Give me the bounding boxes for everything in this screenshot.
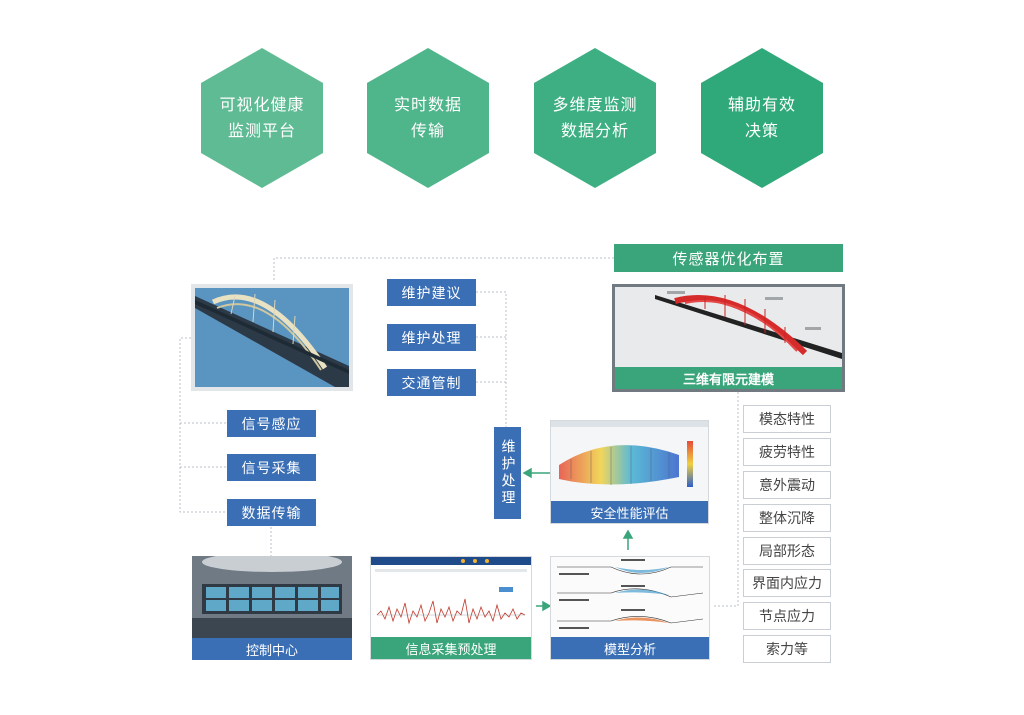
control-caption-label: 控制中心 — [245, 643, 298, 659]
signal-collect-box: 信号采集 — [227, 454, 316, 481]
hex-line1: 可视化健康 — [219, 95, 305, 114]
hex-line1: 多维度监测 — [552, 95, 638, 114]
prop-label: 节点应力 — [759, 609, 815, 625]
control-room-icon — [192, 556, 352, 638]
stress-contour-icon — [551, 421, 708, 501]
model-caption-label: 模型分析 — [603, 642, 656, 658]
maintenance-handle-label: 维护处理 — [401, 330, 462, 347]
traffic-control-box: 交通管制 — [387, 369, 476, 396]
signal-waveform-icon — [371, 557, 531, 637]
hex-line2: 决策 — [744, 121, 779, 140]
data-transmit-label: 数据传输 — [241, 505, 302, 522]
info-caption-label: 信息采集预处理 — [405, 642, 497, 658]
control-center-panel: 控制中心 — [192, 556, 352, 660]
prop-fatigue: 疲劳特性 — [743, 438, 831, 466]
bridge-photo — [191, 284, 353, 391]
prop-node-stress: 节点应力 — [743, 602, 831, 630]
fem-caption-label: 三维有限元建模 — [682, 372, 774, 388]
hex-line2: 监测平台 — [227, 121, 296, 140]
prop-label: 整体沉降 — [759, 511, 815, 527]
fem-model-panel: 三维有限元建模 — [612, 284, 845, 392]
prop-vibration: 意外震动 — [743, 471, 831, 499]
hex-line2: 数据分析 — [560, 121, 629, 140]
prop-label: 意外震动 — [759, 478, 815, 494]
prop-local-shape: 局部形态 — [743, 537, 831, 565]
prop-interface-stress: 界面内应力 — [743, 569, 831, 597]
signal-collect-label: 信号采集 — [241, 460, 302, 477]
fem-bridge-icon — [615, 287, 842, 367]
hex-line1: 实时数据 — [393, 95, 462, 114]
mode-shape-icon — [551, 557, 709, 639]
maintenance-vertical-label: 维护处理 — [499, 439, 516, 507]
hex-realtime-transfer: 实时数据传输 — [367, 48, 489, 188]
maintenance-vertical-box: 维护处理 — [494, 427, 521, 519]
signal-sense-box: 信号感应 — [227, 410, 316, 437]
info-collect-panel: 信息采集预处理 — [370, 556, 532, 660]
model-caption: 模型分析 — [551, 637, 709, 659]
prop-label: 索力等 — [766, 642, 808, 658]
prop-label: 模态特性 — [759, 412, 815, 428]
maintenance-suggest-box: 维护建议 — [387, 279, 476, 306]
fem-caption: 三维有限元建模 — [615, 367, 842, 389]
hex-line1: 辅助有效 — [727, 95, 796, 114]
maintenance-handle-box: 维护处理 — [387, 324, 476, 351]
sensor-layout-box: 传感器优化布置 — [614, 244, 843, 272]
signal-sense-label: 信号感应 — [241, 416, 302, 433]
prop-label: 疲劳特性 — [759, 445, 815, 461]
prop-label: 界面内应力 — [752, 576, 822, 592]
traffic-control-label: 交通管制 — [401, 375, 462, 392]
hex-line2: 传输 — [410, 121, 445, 140]
prop-label: 局部形态 — [759, 544, 815, 560]
prop-modal: 模态特性 — [743, 405, 831, 433]
data-transmit-box: 数据传输 — [227, 499, 316, 526]
maintenance-suggest-label: 维护建议 — [401, 285, 462, 302]
prop-settlement: 整体沉降 — [743, 504, 831, 532]
control-caption: 控制中心 — [192, 638, 352, 660]
prop-cable-force: 索力等 — [743, 635, 831, 663]
sensor-layout-label: 传感器优化布置 — [672, 249, 785, 268]
bridge-arch-icon — [195, 288, 349, 387]
model-analysis-panel: 模型分析 — [550, 556, 710, 660]
info-caption: 信息采集预处理 — [371, 637, 531, 659]
safety-eval-panel: 安全性能评估 — [550, 420, 709, 524]
safety-caption: 安全性能评估 — [551, 501, 708, 523]
safety-caption-label: 安全性能评估 — [590, 506, 669, 522]
